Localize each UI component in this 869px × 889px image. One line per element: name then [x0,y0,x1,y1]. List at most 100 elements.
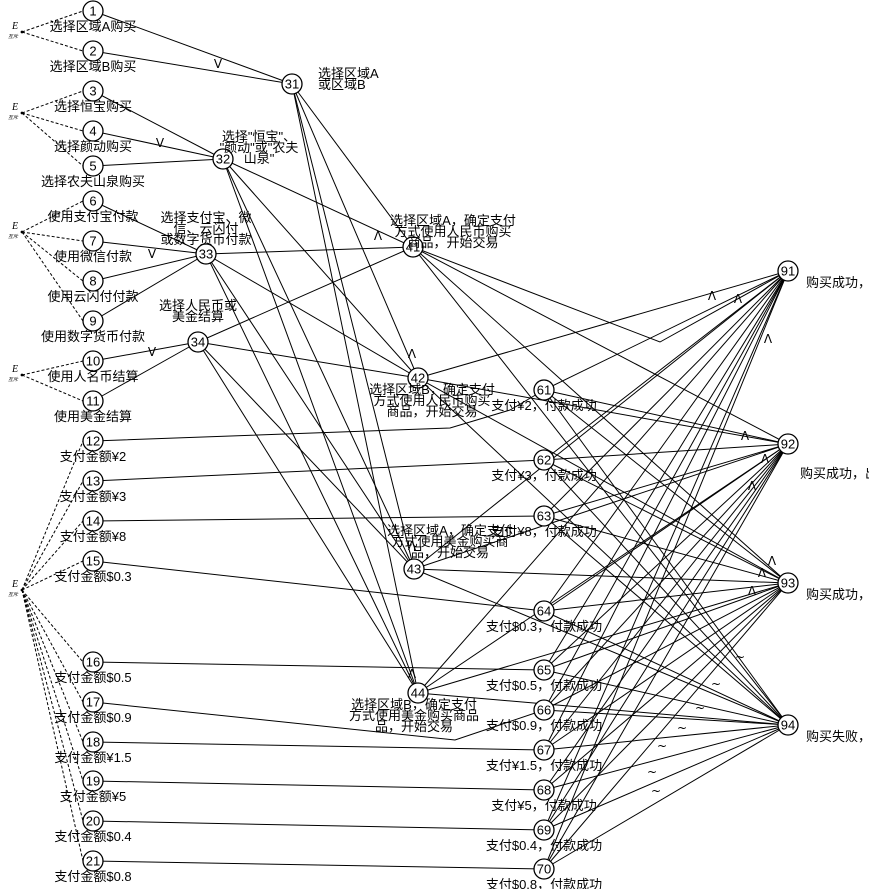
edge-14-63 [92,515,545,522]
exclusive-link-1 [21,10,84,33]
node-caption: 支付金额$0.5 [54,670,131,685]
node-caption: 支付金额¥8 [60,529,126,544]
operator-not: ~ [657,739,667,753]
node-caption: 支付金额$0.8 [54,869,131,884]
edge-63-91 [543,270,789,517]
exclusive-caption: 互斥 [8,376,19,383]
node-number: 41 [406,240,420,255]
edge-10-34 [92,341,199,362]
operator-and: Λ [748,479,757,493]
node-number: 5 [89,159,96,174]
node-caption: 选择"恒宝"、 [222,129,296,144]
edge-68-92 [543,443,789,791]
exclusive-link-8 [21,231,84,282]
edge-32-42 [222,158,419,379]
exclusive-link-9 [21,231,84,322]
node-caption: 支付$0.9，付款成功 [486,718,602,733]
edge-61-93 [543,389,789,584]
edge-69-92 [543,443,789,831]
node-number: 21 [86,854,100,869]
node-circle [777,260,799,282]
edge-41-91 [412,246,789,343]
edge-65-93 [543,582,789,671]
node-number: 65 [537,663,551,678]
node-number: 70 [537,862,551,877]
node-circle [533,600,555,622]
node-number: 16 [86,655,100,670]
node-caption: 方式使用美金购买商品 [349,708,479,723]
node-number: 43 [407,562,421,577]
edge-64-94 [543,610,789,726]
node-number: 10 [86,354,100,369]
edge-63-92 [543,443,789,517]
edge-42-93 [417,377,789,584]
edge-69-91 [543,270,789,831]
node-circle [533,699,555,721]
node-caption: 选择恒宝购买 [54,99,132,114]
node-circle [403,558,425,580]
node-caption: 使用云闪付付款 [47,289,138,304]
edge-66-91 [543,270,789,711]
node-caption: 选择区域B购买 [50,59,137,74]
node-caption: 支付¥8，付款成功 [491,524,596,539]
edge-42-91 [417,270,789,379]
operator-or: V [148,247,157,261]
node-number: 67 [537,743,551,758]
edge-13-62 [92,459,545,482]
node-circle [82,651,104,673]
node-caption: 或数字货币付款 [160,232,251,247]
node-caption: 选择支付宝、微 [160,210,251,225]
exclusive-link-17 [21,589,84,703]
node-number: 11 [86,394,100,409]
edge-68-93 [543,582,789,791]
node-number: 94 [781,718,795,733]
exclusive-letter: E [11,579,18,590]
node-number: 12 [86,434,100,449]
edge-70-92 [543,443,789,870]
exclusive-link-15 [21,560,84,591]
edge-67-94 [543,724,789,751]
edge-62-93 [543,459,789,584]
edge-64-92 [543,443,789,612]
node-circle [407,682,429,704]
node-caption: 使用数字货币付款 [41,329,145,344]
edge-67-93 [543,582,789,751]
exclusive-letter: E [11,364,18,375]
node-caption: 山泉" [244,151,275,166]
node-circle [82,190,104,212]
node-circle [533,659,555,681]
node-caption: 支付$0.4，付款成功 [486,838,602,853]
node-caption: 选择颜动购买 [54,139,132,154]
edge-70-93 [543,582,789,870]
node-caption: "颜动"或"农夫 [220,140,299,155]
node-circle [82,390,104,412]
edge-34-42 [197,341,419,379]
edge-31-44 [291,83,419,694]
node-caption: 方式使用人民币购买 [394,224,511,239]
node-layer: 1选择区域A购买2选择区域B购买3选择恒宝购买4选择颜动购买5选择农夫山泉购买6… [41,0,869,889]
node-number: 19 [86,774,100,789]
exclusive-dot [20,373,24,377]
exclusive-link-6 [21,200,84,233]
node-caption: 美金结算 [172,309,224,324]
